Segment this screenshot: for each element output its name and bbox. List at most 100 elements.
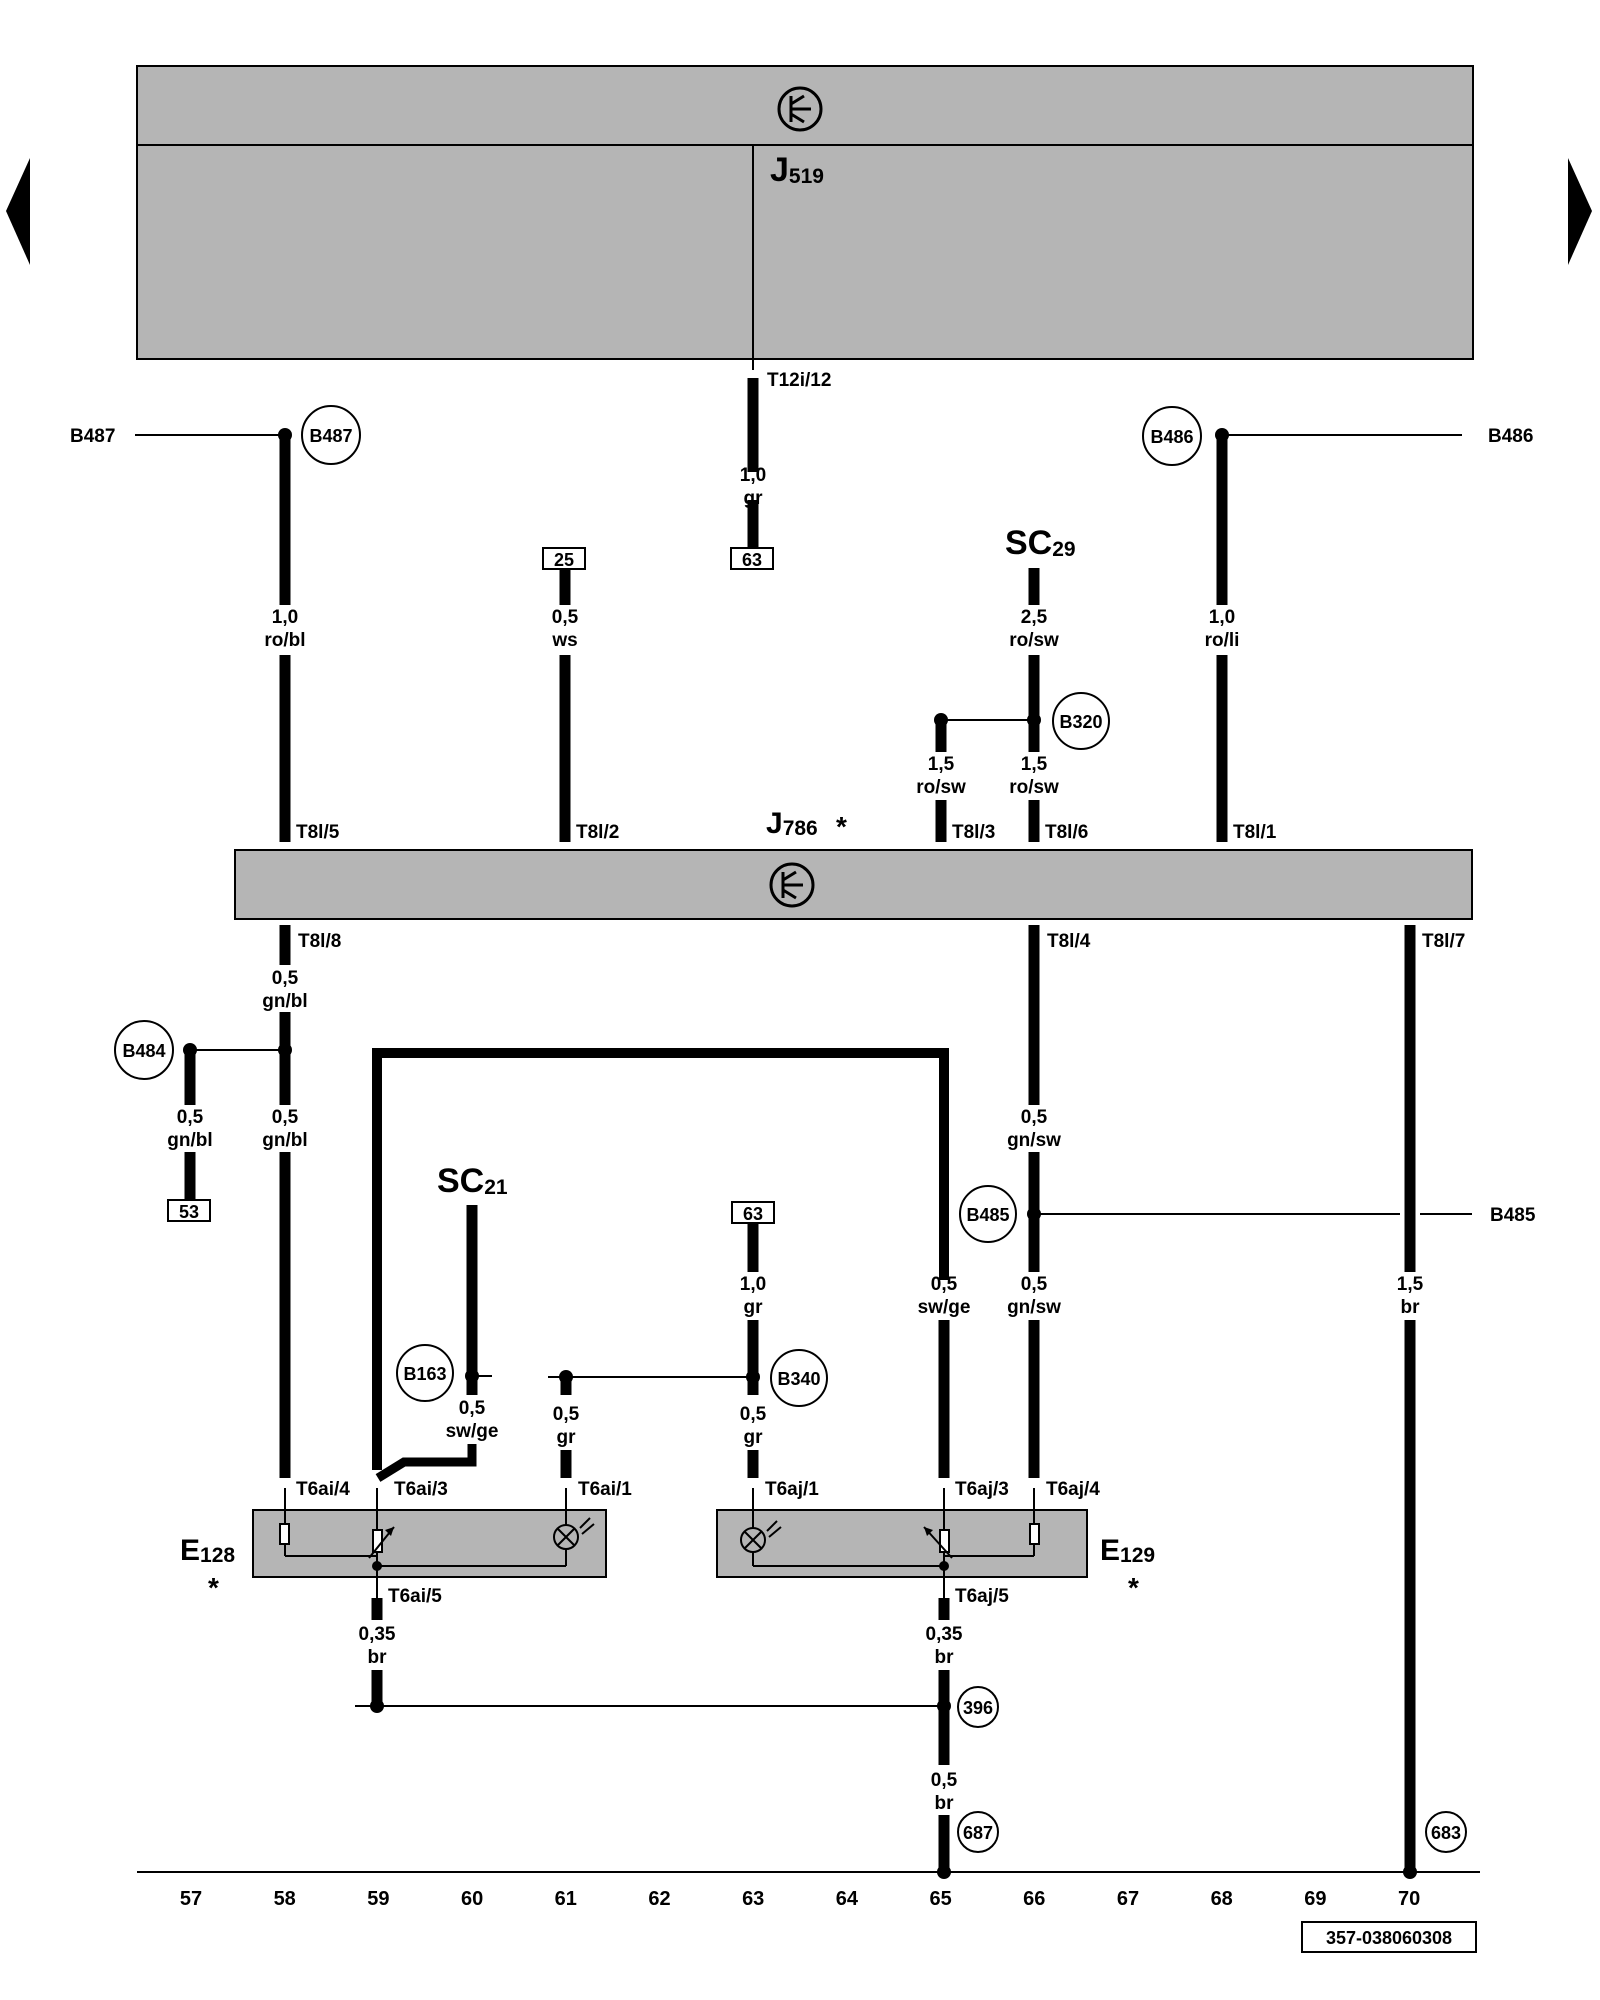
wire-size: 0,35: [926, 1624, 963, 1645]
pin-t8l6: T8l/6: [1045, 822, 1088, 843]
wire-color: ro/bl: [264, 630, 305, 651]
wire-color: ws: [551, 630, 577, 651]
wire-color: gn/bl: [262, 991, 307, 1012]
wire-size: 0,5: [931, 1770, 958, 1791]
pin-t8l1: T8l/1: [1233, 822, 1277, 843]
column-number: 62: [648, 1888, 670, 1910]
wire-size: 0,5: [459, 1398, 486, 1419]
pin-t6ai4: T6ai/4: [296, 1479, 350, 1500]
column-number: 60: [461, 1888, 483, 1910]
wire-color: gr: [557, 1427, 577, 1448]
connection-b163-label: B163: [403, 1364, 446, 1384]
wire-size: 0,5: [272, 1107, 299, 1128]
pin-t8l5: T8l/5: [296, 822, 340, 843]
prev-page-arrow-icon[interactable]: [6, 158, 30, 265]
wire-size: 1,0: [740, 1274, 766, 1295]
pin-t8l7: T8l/7: [1422, 931, 1465, 952]
column-number: 69: [1304, 1888, 1326, 1910]
connection-b486-label: B486: [1150, 427, 1193, 447]
column-number: 64: [836, 1888, 859, 1910]
connection-b484[interactable]: [114, 1020, 174, 1080]
side-label-b487: B487: [70, 426, 115, 447]
ground-683[interactable]: [1425, 1811, 1467, 1853]
pin-t6ai5: T6ai/5: [388, 1586, 442, 1607]
ground-683-label: 683: [1431, 1823, 1461, 1843]
connection-b487-label: B487: [309, 426, 352, 446]
e129-note-mark: *: [1128, 1572, 1139, 1603]
wire-size: 0,5: [272, 968, 299, 989]
j519-label: J519: [770, 151, 824, 189]
wire-color: gr: [744, 488, 764, 509]
connection-b340-label: B340: [777, 1369, 820, 1389]
wire-color: ro/sw: [1009, 777, 1059, 798]
control-unit-symbol-icon: [769, 862, 815, 908]
ref-box-63[interactable]: [730, 547, 774, 570]
column-number: 66: [1023, 1888, 1045, 1910]
wire-size: 1,0: [272, 607, 298, 628]
column-number: 58: [274, 1888, 296, 1910]
next-page-arrow-icon[interactable]: [1568, 158, 1592, 265]
wire-color: br: [935, 1647, 955, 1668]
ref-box-53[interactable]: [167, 1199, 211, 1222]
connection-b485-label: B485: [966, 1205, 1009, 1225]
pin-t8l8: T8l/8: [298, 931, 341, 952]
wire-color: gn/sw: [1007, 1130, 1061, 1151]
fuse-sc21-label: SC21: [437, 1162, 508, 1200]
wire-color: br: [1401, 1297, 1421, 1318]
ref-63-lower-label: 63: [743, 1204, 763, 1224]
wire-size: 1,5: [1021, 754, 1048, 775]
wire-color: ro/sw: [1009, 630, 1059, 651]
pin-t6aj5: T6aj/5: [955, 1586, 1009, 1607]
wire-color: gr: [744, 1427, 764, 1448]
connection-b484-label: B484: [122, 1041, 165, 1061]
switch-e129[interactable]: [716, 1488, 1088, 1598]
pin-t6ai3: T6ai/3: [394, 1479, 448, 1500]
connection-b320[interactable]: [1052, 692, 1110, 750]
wire-color: gr: [744, 1297, 764, 1318]
column-number: 63: [742, 1888, 764, 1910]
connection-b485[interactable]: [959, 1185, 1017, 1243]
column-number: 65: [929, 1888, 951, 1910]
wire-size: 2,5: [1021, 607, 1048, 628]
control-unit-symbol-icon: [777, 86, 823, 132]
control-unit-j519: J519: [136, 65, 1474, 360]
ground-687-label: 687: [963, 1823, 993, 1843]
ref-53-label: 53: [179, 1202, 199, 1222]
connection-b340[interactable]: [770, 1349, 828, 1407]
column-number: 70: [1398, 1888, 1420, 1910]
column-number: 61: [555, 1888, 577, 1910]
wire-size: 1,5: [928, 754, 955, 775]
e128-label: E128: [180, 1534, 235, 1567]
pin-t8l4: T8l/4: [1047, 931, 1091, 952]
j786-note-mark: *: [836, 811, 847, 842]
ground-396[interactable]: [957, 1686, 999, 1728]
pin-t6ai1: T6ai/1: [578, 1479, 632, 1500]
wire-size: 1,5: [1397, 1274, 1424, 1295]
switch-e128[interactable]: [252, 1488, 607, 1598]
e128-note-mark: *: [208, 1572, 219, 1603]
wire-color: ro/sw: [916, 777, 966, 798]
column-number: 68: [1211, 1888, 1233, 1910]
wire-size: 0,5: [1021, 1274, 1048, 1295]
pin-t6aj4: T6aj/4: [1046, 1479, 1100, 1500]
pin-t8l3: T8l/3: [952, 822, 995, 843]
wire-size: 0,5: [177, 1107, 204, 1128]
connection-b320-label: B320: [1059, 712, 1102, 732]
ground-396-label: 396: [963, 1698, 993, 1718]
wire-color: sw/ge: [446, 1421, 499, 1442]
ref-25-label: 25: [554, 550, 574, 570]
drawing-id: 357-038060308: [1326, 1928, 1452, 1948]
connection-b486[interactable]: [1142, 406, 1202, 466]
pin-t12i12: T12i/12: [767, 370, 831, 391]
wire-color: sw/ge: [918, 1297, 971, 1318]
wire-color: gn/sw: [1007, 1297, 1061, 1318]
column-number: 57: [180, 1888, 202, 1910]
connection-b163[interactable]: [396, 1344, 454, 1402]
column-number: 59: [367, 1888, 389, 1910]
pin-t6aj3: T6aj/3: [955, 1479, 1009, 1500]
ground-687[interactable]: [957, 1811, 999, 1853]
wire-size: 1,0: [740, 465, 766, 486]
connection-b487[interactable]: [301, 405, 361, 465]
wire-color: gn/bl: [262, 1130, 307, 1151]
pin-t8l2: T8l/2: [576, 822, 619, 843]
